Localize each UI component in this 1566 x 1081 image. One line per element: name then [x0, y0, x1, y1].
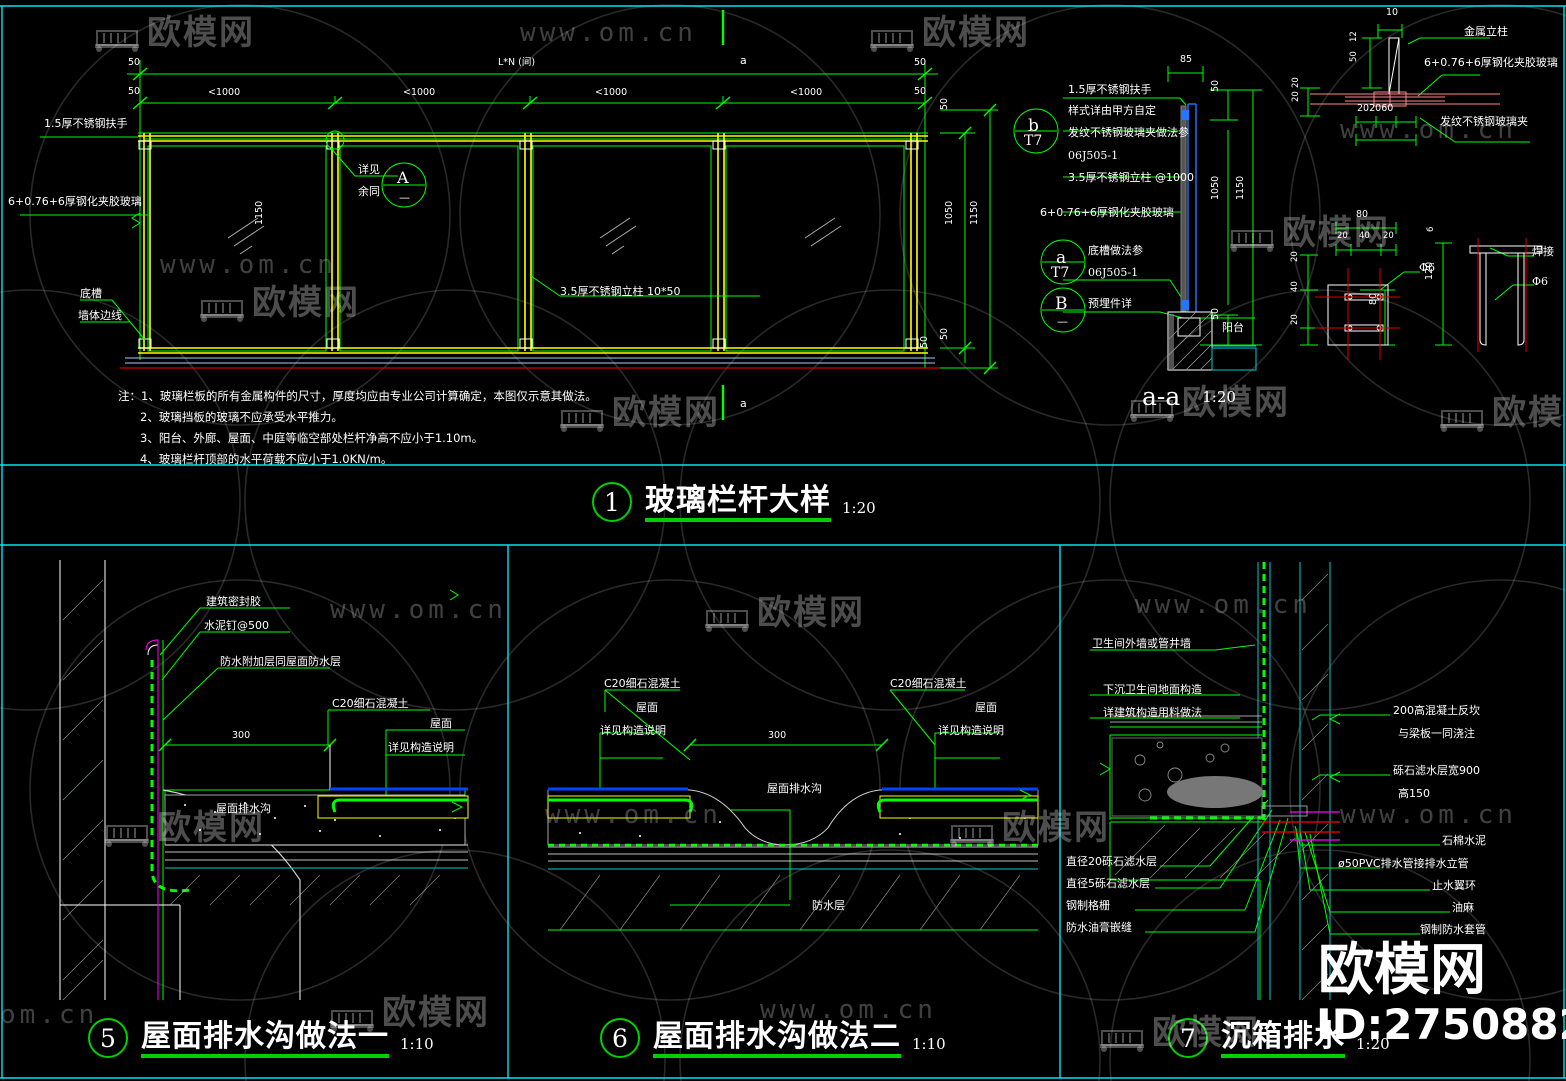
detail-6-number: 6 — [600, 1018, 640, 1058]
section-a-a-title: a-a 1:20 — [1142, 382, 1236, 411]
detail-7-title: 沉箱排水 — [1221, 1022, 1345, 1058]
detail-6-title: 屋面排水沟做法二 — [653, 1022, 901, 1058]
detail-6-scale: 1:10 — [912, 1035, 946, 1053]
detail-5-title-row: 5 屋面排水沟做法一 1:10 — [88, 1018, 434, 1058]
watermark-id: ID:2750882 — [1316, 1000, 1566, 1049]
watermark-brand-large: 欧模网 — [1318, 938, 1486, 1003]
detail-1-title: 玻璃栏杆大样 — [645, 486, 831, 522]
detail-7-title-row: 7 沉箱排水 1:20 — [1168, 1018, 1390, 1058]
detail-7-scale: 1:20 — [1356, 1035, 1390, 1053]
detail-5-scale: 1:10 — [400, 1035, 434, 1053]
detail-1-scale: 1:20 — [842, 499, 876, 517]
section-a-a-name: a-a — [1142, 382, 1181, 411]
section-a-a-scale: 1:20 — [1202, 387, 1236, 406]
detail-5-number: 5 — [88, 1018, 128, 1058]
detail-6-title-row: 6 屋面排水沟做法二 1:10 — [600, 1018, 946, 1058]
detail-7-number: 7 — [1168, 1018, 1208, 1058]
detail-1-number: 1 — [592, 482, 632, 522]
detail-1-title-row: 1 玻璃栏杆大样 1:20 — [592, 482, 876, 522]
detail-5-title: 屋面排水沟做法一 — [141, 1022, 389, 1058]
